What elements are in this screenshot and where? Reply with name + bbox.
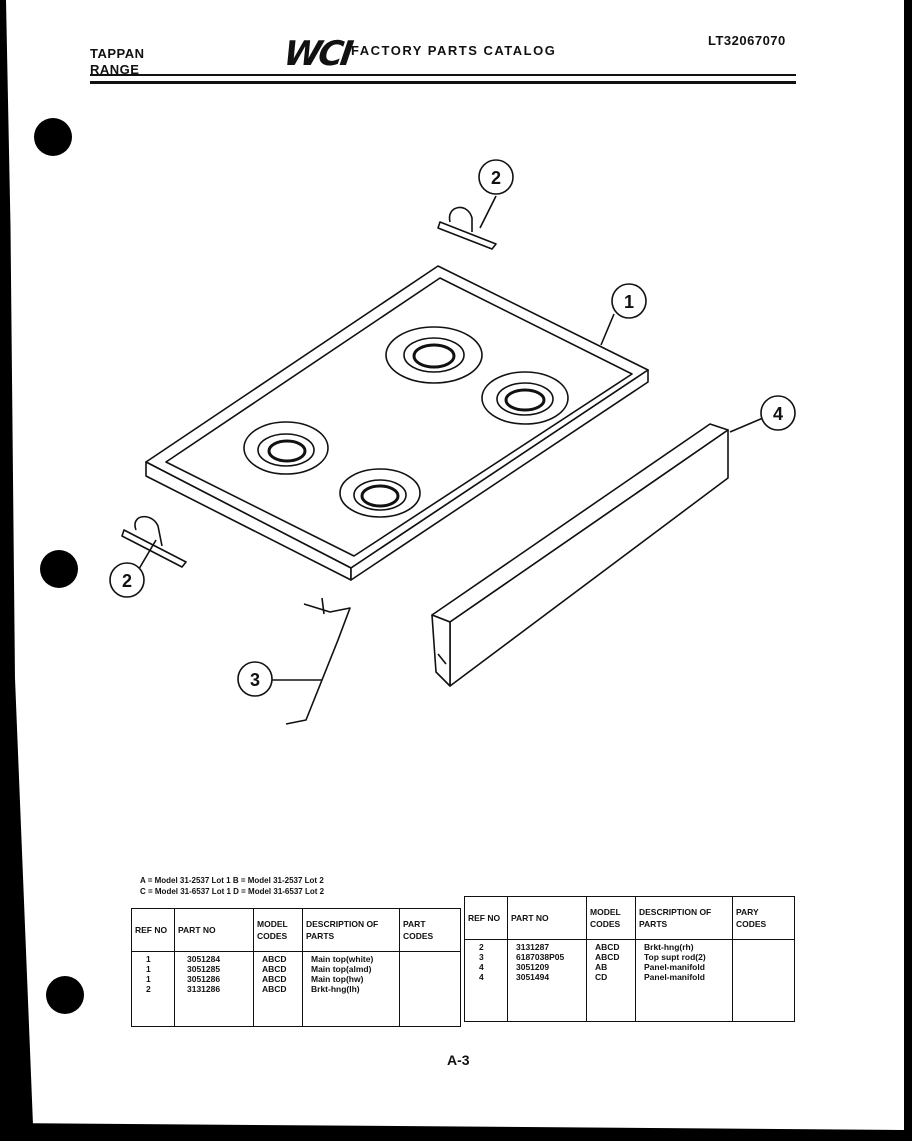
description-cells: Main top(white) Main top(almd) Main top(… [302, 951, 400, 1027]
col-description: DESCRIPTION OF PARTS [302, 908, 400, 952]
ref-cells: 2 3 4 4 [464, 939, 508, 1022]
callout-label: 1 [624, 292, 634, 312]
part-cells: 3051284 3051285 3051286 3131286 [174, 951, 254, 1027]
part-code-cells [399, 951, 461, 1027]
burner-rear-right [481, 371, 569, 425]
model-legend-line-1: A = Model 31-2537 Lot 1 B = Model 31-253… [140, 876, 324, 885]
part-code-cells [732, 939, 795, 1022]
brand-line-1: TAPPAN [90, 46, 145, 61]
main-top-drawing [145, 265, 649, 581]
model-cells: ABCD ABCD AB CD [586, 939, 636, 1022]
col-part-codes: PART CODES [399, 908, 461, 952]
col-model-codes: MODEL CODES [586, 896, 636, 940]
parts-table-left: REF NO PART NO MODEL CODES DESCRIPTION O… [131, 908, 461, 1027]
exploded-parts-diagram: 2 1 4 2 3 [109, 159, 796, 725]
model-cells: ABCD ABCD ABCD ABCD [253, 951, 303, 1027]
part-cells: 3131287 6187038P05 3051209 3051494 [507, 939, 587, 1022]
hinge-bracket-left-drawing [121, 515, 187, 568]
parts-table-right: REF NO PART NO MODEL CODES DESCRIPTION O… [464, 896, 795, 1022]
col-description: DESCRIPTION OF PARTS [635, 896, 733, 940]
binder-hole [34, 118, 72, 156]
description-cells: Brkt-hng(rh) Top supt rod(2) Panel-manif… [635, 939, 733, 1022]
binder-hole [46, 976, 84, 1014]
burner-rear-left [385, 326, 483, 384]
callout-4 [760, 395, 796, 431]
callout-label: 2 [122, 571, 132, 591]
callout-1 [611, 283, 647, 319]
header-rule-thick [90, 81, 796, 84]
col-part-no: PART NO [507, 896, 587, 940]
header-rule [90, 74, 796, 76]
brand-line-2: RANGE [90, 62, 140, 77]
brand-label: TAPPAN RANGE [90, 46, 145, 78]
callout-label: 2 [491, 168, 501, 188]
callout-label: 3 [250, 670, 260, 690]
callout-2-left [109, 562, 145, 598]
model-legend-line-2: C = Model 31-6537 Lot 1 D = Model 31-653… [140, 887, 325, 896]
callout-3 [237, 661, 273, 697]
col-ref-no: REF NO [131, 908, 175, 952]
burner-front-right [339, 468, 421, 518]
burner-front-left [243, 421, 329, 475]
callout-2-top [478, 159, 514, 195]
hinge-bracket-right-drawing [437, 206, 497, 250]
callout-label: 4 [773, 404, 783, 424]
page-number: A-3 [447, 1052, 470, 1068]
catalog-page: TAPPAN RANGE WCI FACTORY PARTS CATALOG L… [6, 0, 904, 1130]
col-part-no: PART NO [174, 908, 254, 952]
col-model-codes: MODEL CODES [253, 908, 303, 952]
binder-hole [40, 550, 78, 588]
support-rod-drawing [285, 597, 351, 725]
col-part-codes: PARY CODES [732, 896, 795, 940]
catalog-title: FACTORY PARTS CATALOG [351, 43, 557, 58]
document-id: LT32067070 [708, 33, 786, 48]
col-ref-no: REF NO [464, 896, 508, 940]
manifold-panel-drawing [431, 423, 729, 687]
ref-cells: 1 1 1 2 [131, 951, 175, 1027]
